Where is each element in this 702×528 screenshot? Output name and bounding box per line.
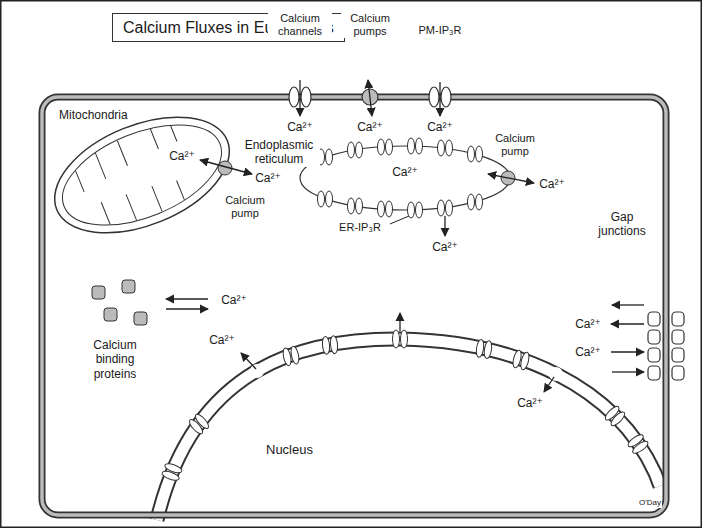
ion-label: Ca²⁺ xyxy=(574,317,602,331)
ion-label: Ca²⁺ xyxy=(254,171,282,185)
ion-label: Ca²⁺ xyxy=(538,177,566,191)
ion-label: Ca²⁺ xyxy=(208,333,236,347)
structure-name: Nucleus xyxy=(265,442,314,458)
ion-label: Ca²⁺ xyxy=(356,120,384,134)
structure-name: Endoplasmic reticulum xyxy=(238,138,320,167)
ion-label: Ca²⁺ xyxy=(426,120,454,134)
part-label: PM-IP₃R xyxy=(418,24,463,37)
ion-label: Ca²⁺ xyxy=(516,396,544,410)
part-label: Calcium pump xyxy=(489,132,541,158)
ion-label: Ca²⁺ xyxy=(168,149,196,163)
ion-label: Ca²⁺ xyxy=(431,240,459,254)
ion-label: Ca²⁺ xyxy=(574,345,602,359)
ion-label: Ca²⁺ xyxy=(286,120,314,134)
part-label: Calcium pump xyxy=(219,194,271,220)
mitochondrion-region: Mitochondria xyxy=(40,104,250,254)
ion-label: Ca²⁺ xyxy=(220,293,248,307)
structure-name: Mitochondria xyxy=(58,108,129,122)
part-label: ER-IP₃R xyxy=(338,221,382,234)
author-credit: O'Day xyxy=(638,498,662,508)
part-label: Calcium channels xyxy=(268,12,332,38)
part-label: Calcium pumps xyxy=(341,12,399,38)
part-label: Calcium binding proteins xyxy=(83,338,147,381)
ion-label: Ca²⁺ xyxy=(391,165,419,179)
part-label: Gap junctions xyxy=(586,210,658,239)
